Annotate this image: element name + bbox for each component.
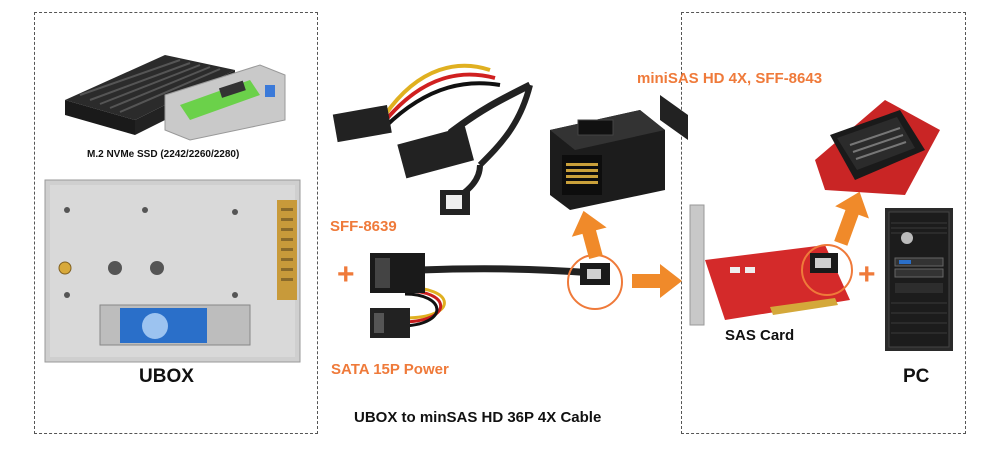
pc-label: PC: [903, 366, 930, 387]
sas-card-label: SAS Card: [725, 327, 795, 344]
sff8639-label: SFF-8639: [330, 218, 397, 235]
minisas-title: miniSAS HD 4X, SFF-8643: [637, 70, 823, 87]
arrow-icon: [571, 210, 607, 260]
arrow-icon: [632, 264, 682, 298]
sata-power-label: SATA 15P Power: [331, 361, 449, 378]
pc-tower-icon: [885, 208, 953, 351]
sas-card-icon: [689, 204, 850, 326]
minisas-connector-icon: [550, 95, 688, 210]
ssd-caption: M.2 NVMe SSD (2242/2260/2280): [87, 149, 240, 160]
cable-bundle-icon: [332, 63, 533, 215]
plus-sign-right: +: [858, 258, 876, 291]
arrow-icon: [834, 191, 869, 246]
connector-highlight-ring: [567, 254, 623, 310]
ubox-label: UBOX: [139, 366, 194, 387]
card-port-closeup-icon: [815, 100, 940, 195]
ssd-enclosure-icon: [65, 55, 286, 141]
cable-caption: UBOX to minSAS HD 36P 4X Cable: [354, 409, 602, 426]
pc-group-box: [681, 12, 966, 434]
ubox-group-box: [34, 12, 318, 434]
drive-tray-icon: [44, 179, 301, 363]
plus-sign-left: +: [337, 258, 355, 291]
card-port-highlight-ring: [801, 244, 853, 296]
